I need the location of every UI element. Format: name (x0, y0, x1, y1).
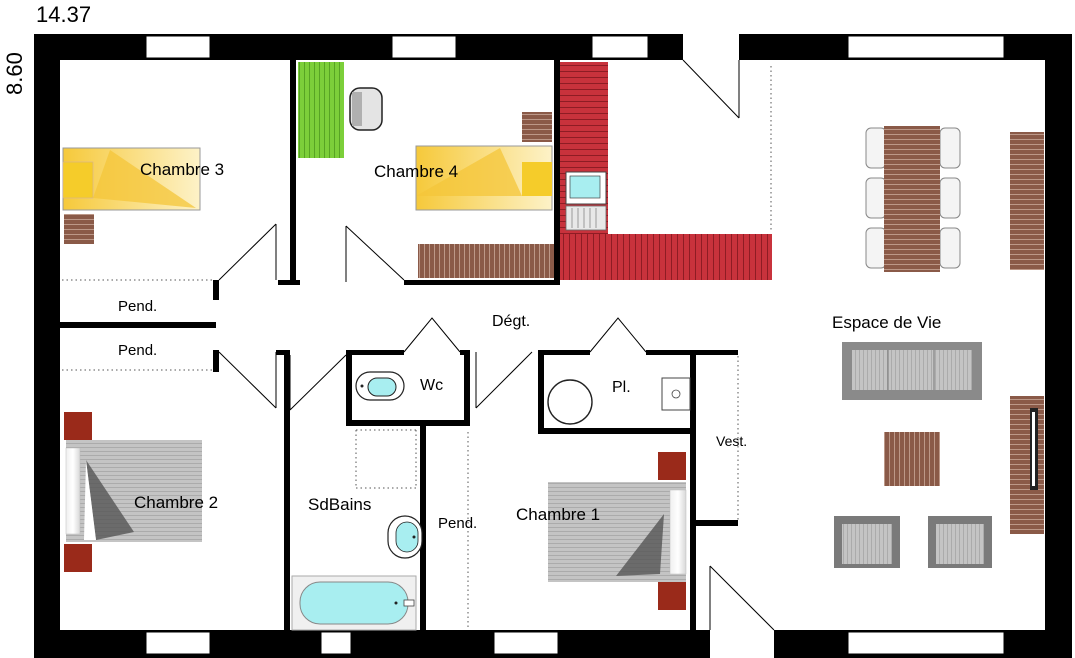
armchair-right (928, 516, 992, 568)
placard-appliance (661, 377, 691, 411)
bed-chambre-4 (415, 145, 553, 211)
chair-chambre-4 (349, 87, 383, 131)
sideboard (1010, 132, 1044, 270)
entry-door-top (682, 34, 740, 119)
windows-bottom (145, 631, 1005, 655)
washbasin (387, 515, 423, 559)
label-chambre-2: Chambre 2 (134, 493, 218, 512)
height-dimension: 8.60 (2, 52, 27, 95)
label-sdbains: SdBains (308, 495, 371, 514)
bed-chambre-2 (65, 440, 202, 542)
sink-kitchen (565, 171, 607, 231)
width-dimension: 14.37 (36, 2, 91, 27)
door-swings (218, 223, 647, 411)
label-chambre-3: Chambre 3 (140, 160, 224, 179)
sofa (842, 342, 982, 400)
dining-table (865, 126, 961, 272)
label-degt: Dégt. (492, 313, 530, 330)
nightstand-chambre-1-top (658, 452, 686, 480)
nightstand-chambre-4 (522, 112, 552, 142)
kitchen-counter (560, 62, 772, 280)
bed-chambre-3 (62, 147, 201, 211)
nightstand-chambre-1-bottom (658, 582, 686, 610)
nightstand-chambre-2-bottom (64, 544, 92, 572)
label-wc: Wc (420, 377, 443, 394)
label-vest: Vest. (716, 433, 747, 449)
label-espace-de-vie: Espace de Vie (832, 313, 941, 332)
label-pl: Pl. (612, 379, 631, 396)
desk-green (298, 62, 344, 158)
toilet-icon (355, 371, 405, 401)
label-pend-lower: Pend. (118, 342, 157, 359)
tv-unit (1010, 396, 1044, 534)
label-pend-bath: Pend. (438, 515, 477, 532)
dotted-partitions (62, 66, 772, 630)
windows-top (145, 35, 1005, 59)
label-pend-upper: Pend. (118, 298, 157, 315)
armchair-left (834, 516, 900, 568)
bed-chambre-1 (548, 482, 687, 582)
entry-door-bottom (709, 565, 775, 658)
coffee-table (884, 432, 940, 486)
nightstand-chambre-2-top (64, 412, 92, 440)
label-chambre-1: Chambre 1 (516, 505, 600, 524)
label-chambre-4: Chambre 4 (374, 162, 458, 181)
bathtub (291, 575, 417, 631)
dresser-chambre-4 (418, 244, 554, 278)
water-heater (547, 379, 593, 425)
nightstand-chambre-3 (64, 214, 94, 244)
interior-walls (60, 60, 738, 630)
